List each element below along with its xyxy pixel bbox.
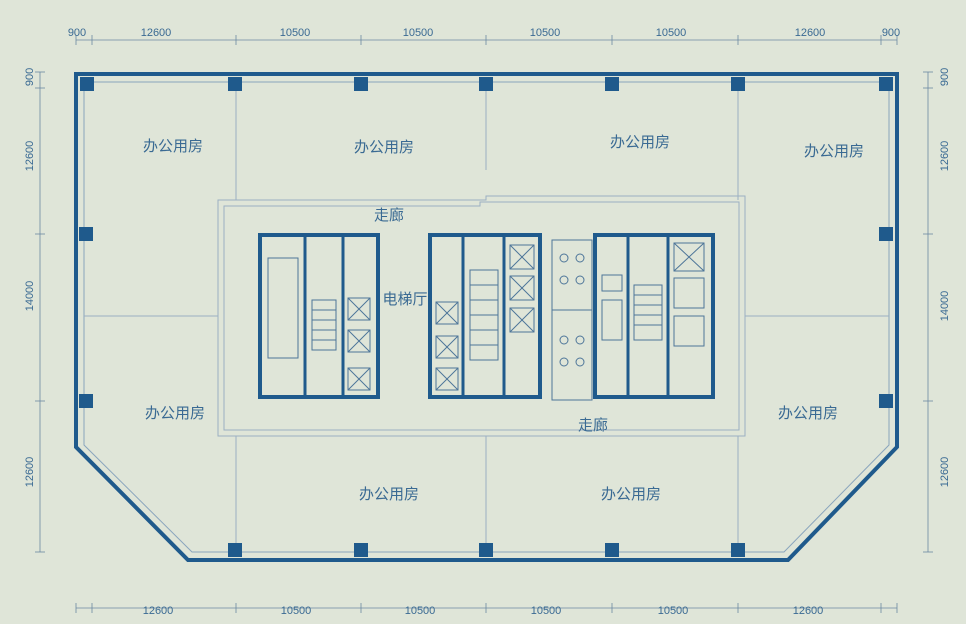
corridor-label-top: 走廊 — [374, 206, 404, 224]
dim-top-3: 10500 — [280, 27, 311, 39]
dim-top-2: 12600 — [141, 27, 172, 39]
dim-left-2: 12600 — [24, 141, 36, 172]
room-label-mid-left: 办公用房 — [145, 404, 205, 422]
room-label-mid-right: 办公用房 — [778, 404, 838, 422]
columns — [79, 77, 893, 557]
dim-top-7: 12600 — [795, 27, 826, 39]
dim-right-2: 12600 — [939, 141, 951, 172]
room-labels: 办公用房 办公用房 办公用房 办公用房 办公用房 办公用房 办公用房 办公用房 … — [143, 133, 864, 503]
dimension-lines — [35, 35, 933, 613]
dim-left-4: 12600 — [24, 457, 36, 488]
core-restrooms — [551, 239, 593, 401]
dim-top-6: 10500 — [656, 27, 687, 39]
elevator-hall-label: 电梯厅 — [382, 290, 427, 308]
dim-top-5: 10500 — [530, 27, 561, 39]
room-label-top-center-right: 办公用房 — [610, 133, 670, 151]
core-right — [593, 233, 715, 399]
bottom-dimensions: 12600 10500 10500 10500 10500 12600 — [143, 605, 824, 617]
dim-bottom-1: 12600 — [143, 605, 174, 617]
room-label-top-left: 办公用房 — [143, 137, 203, 155]
dim-bottom-5: 10500 — [658, 605, 689, 617]
core-middle — [428, 233, 542, 399]
dim-bottom-2: 10500 — [281, 605, 312, 617]
dim-right-4: 12600 — [939, 457, 951, 488]
room-label-top-center-left: 办公用房 — [354, 138, 414, 156]
room-label-bottom-center-right: 办公用房 — [601, 485, 661, 503]
dim-bottom-4: 10500 — [531, 605, 562, 617]
room-label-bottom-center-left: 办公用房 — [359, 485, 419, 503]
dim-right-1: 900 — [939, 68, 951, 86]
dim-left-1: 900 — [24, 68, 36, 86]
dim-bottom-6: 12600 — [793, 605, 824, 617]
corridor-label-bottom: 走廊 — [578, 416, 608, 434]
room-label-top-right: 办公用房 — [804, 142, 864, 160]
partitions — [84, 82, 889, 552]
dim-top-1: 900 — [68, 27, 86, 39]
core-left — [258, 233, 380, 399]
right-dimensions: 900 12600 14000 12600 — [939, 68, 951, 487]
dim-top-4: 10500 — [403, 27, 434, 39]
dim-top-8: 900 — [882, 27, 900, 39]
dim-bottom-3: 10500 — [405, 605, 436, 617]
left-dimensions: 900 12600 14000 12600 — [24, 68, 36, 487]
dim-left-3: 14000 — [24, 281, 36, 312]
top-dimensions: 900 12600 10500 10500 10500 10500 12600 … — [68, 27, 900, 39]
dim-right-3: 14000 — [939, 291, 951, 322]
